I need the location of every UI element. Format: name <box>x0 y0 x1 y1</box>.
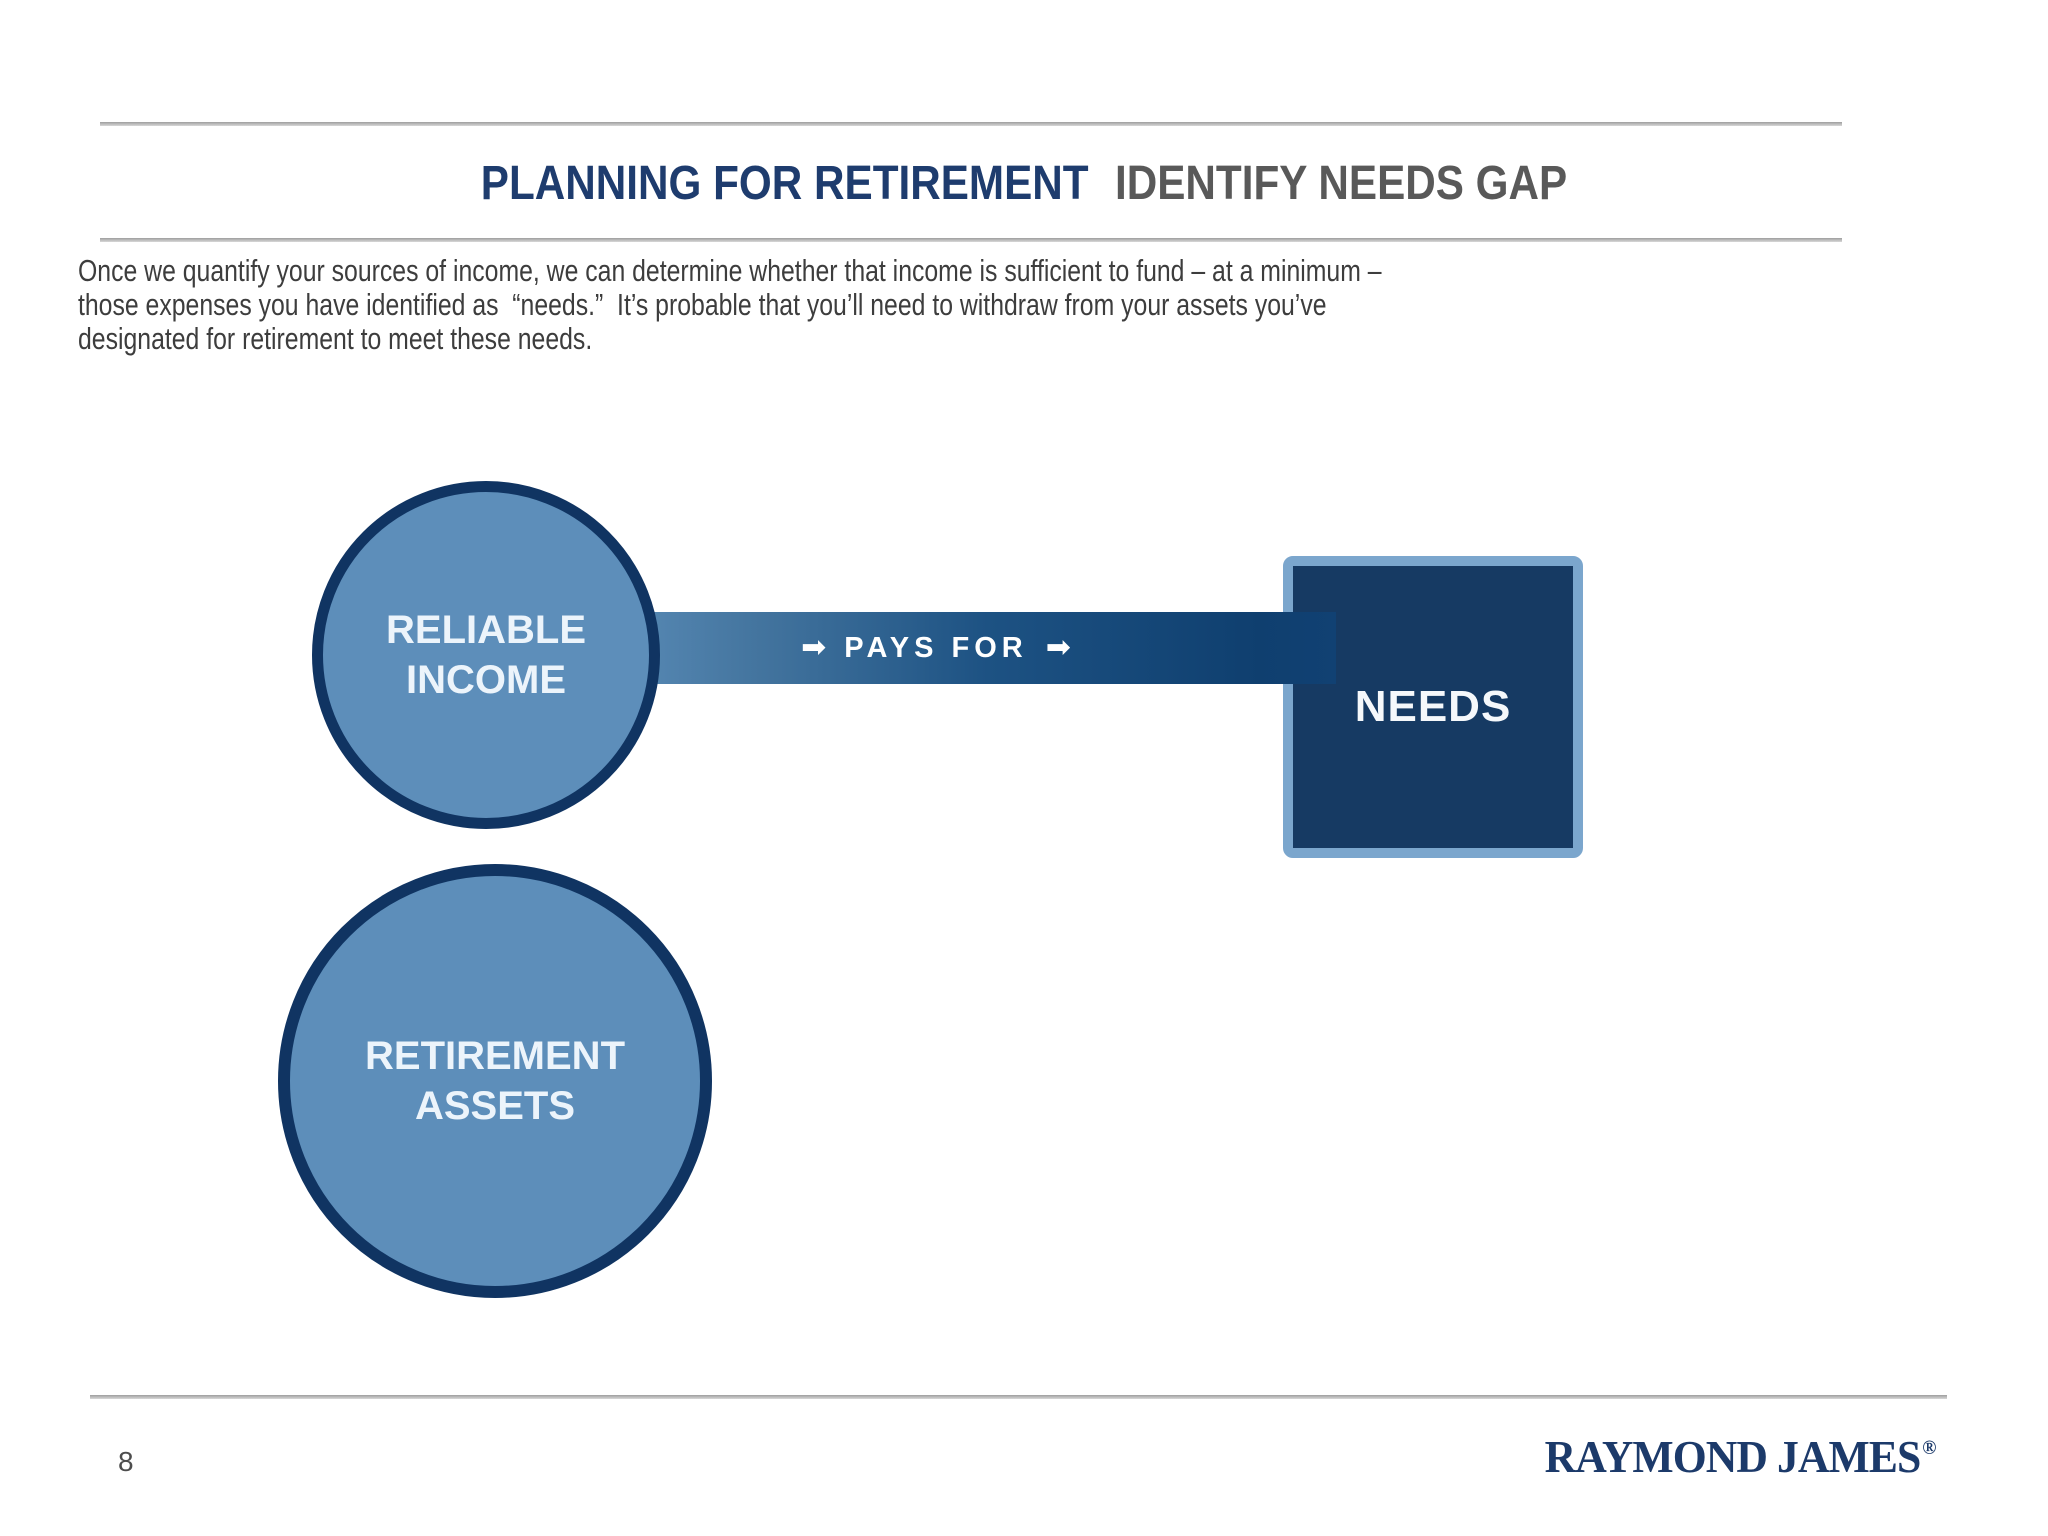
registered-mark-icon: ® <box>1921 1437 1936 1459</box>
needs-box: NEEDS <box>1283 556 1583 858</box>
pays-for-connector: ➡ PAYS FOR ➡ <box>560 612 1336 684</box>
slide-title-primary: PLANNING FOR RETIREMENT <box>480 157 1089 210</box>
needs-label: NEEDS <box>1354 682 1512 731</box>
right-arrow-icon: ➡ <box>801 631 827 664</box>
header-bottom-rule <box>100 238 1842 242</box>
brand-logo: RAYMOND JAMES® <box>1544 1430 1936 1483</box>
retirement-assets-label-line1: RETIREMENT <box>365 1034 625 1078</box>
reliable-income-circle: RELIABLE INCOME <box>312 481 660 829</box>
right-arrow-icon: ➡ <box>1045 631 1071 664</box>
reliable-income-label-line1: RELIABLE <box>386 608 586 652</box>
slide-title-secondary: IDENTIFY NEEDS GAP <box>1114 157 1568 210</box>
retirement-assets-label-line2: ASSETS <box>414 1084 576 1128</box>
slide-title: PLANNING FOR RETIREMENT IDENTIFY NEEDS GA… <box>123 156 1925 211</box>
retirement-assets-circle: RETIREMENT ASSETS <box>278 864 712 1298</box>
reliable-income-label-line2: INCOME <box>406 658 566 702</box>
header-top-rule <box>100 122 1842 126</box>
intro-paragraph: Once we quantify your sources of income,… <box>78 253 1382 356</box>
pays-for-label: PAYS FOR <box>844 631 1028 664</box>
page-number: 8 <box>118 1446 134 1477</box>
footer-rule <box>90 1395 1947 1399</box>
brand-logo-text: RAYMOND JAMES <box>1544 1431 1921 1482</box>
